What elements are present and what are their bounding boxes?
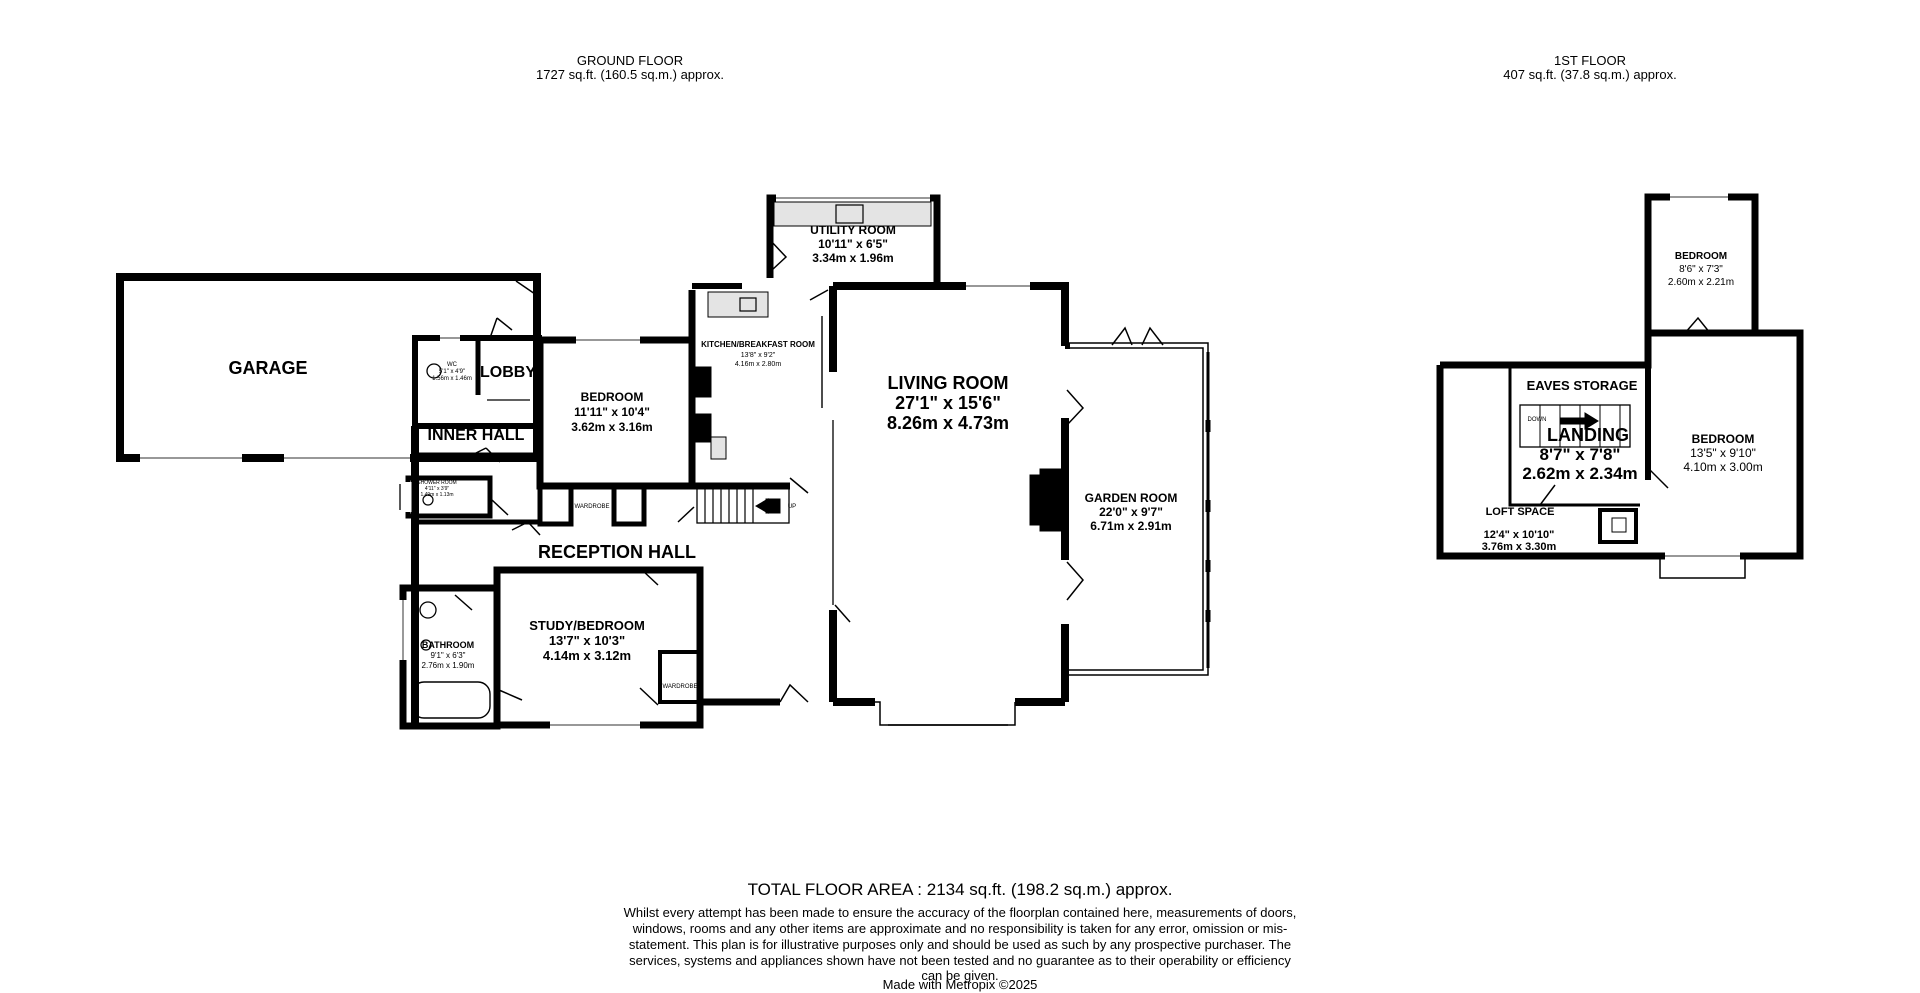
label-kitchen: KITCHEN/BREAKFAST ROOM (701, 340, 815, 349)
label-bedroom-small-imperial: 8'6" x 7'3" (1679, 264, 1723, 275)
reception-hall-walls (415, 420, 834, 706)
inner-hall-walls (399, 426, 540, 726)
ground-floor-area: 1727 sq.ft. (160.5 sq.m.) approx. (536, 67, 724, 82)
ground-staircase (696, 487, 790, 524)
bedroom-walls (511, 336, 696, 536)
label-bedroom-large-imperial: 13'5" x 9'10" (1690, 446, 1756, 460)
kitchen-walls (688, 283, 829, 494)
label-bedroom-large-metric: 4.10m x 3.00m (1683, 460, 1762, 474)
room-labels: GARAGE LOBBY WC 5'1" x 4'9" 1.56m x 1.46… (228, 223, 1762, 690)
label-study: STUDY/BEDROOM (529, 618, 645, 633)
label-kitchen-imperial: 13'8" x 9'2" (741, 352, 776, 359)
label-bedroom-metric: 3.62m x 3.16m (571, 420, 652, 434)
label-living: LIVING ROOM (888, 373, 1009, 393)
metropix-credit: Made with Metropix ©2025 (882, 977, 1038, 992)
first-floor-area: 407 sq.ft. (37.8 sq.m.) approx. (1503, 67, 1677, 82)
label-wc: WC (447, 362, 458, 368)
label-bedroom: BEDROOM (581, 390, 644, 404)
label-eaves-storage: EAVES STORAGE (1527, 378, 1638, 393)
label-garage: GARAGE (228, 358, 307, 378)
label-garden-imperial: 22'0" x 9'7" (1099, 505, 1163, 519)
label-inner-hall: INNER HALL (428, 427, 525, 444)
label-shower-metric: 1.49m x 1.13m (420, 492, 453, 498)
garden-room-walls (1065, 326, 1211, 676)
label-bedroom-small-metric: 2.60m x 2.21m (1668, 277, 1734, 288)
label-garden-metric: 6.71m x 2.91m (1090, 519, 1171, 533)
label-loft-imperial: 12'4" x 10'10" (1484, 529, 1555, 541)
ground-floor-title: GROUND FLOOR (576, 53, 684, 68)
label-utility-metric: 3.34m x 1.96m (812, 251, 893, 265)
label-loft-metric: 3.76m x 3.30m (1482, 541, 1557, 553)
label-bedroom-small: BEDROOM (1675, 251, 1727, 262)
label-wardrobe-1: WARDROBE (574, 504, 609, 510)
label-bathroom-imperial: 9'1" x 6'3" (431, 651, 466, 660)
label-garden: GARDEN ROOM (1085, 491, 1178, 505)
first-floor-plan (1436, 193, 1804, 579)
label-bedroom-large: BEDROOM (1692, 432, 1755, 446)
label-wardrobe-2: WARDROBE (662, 684, 697, 690)
label-utility: UTILITY ROOM (810, 223, 896, 237)
label-wc-metric: 1.56m x 1.46m (432, 376, 472, 382)
first-floor-main (1436, 329, 1804, 579)
label-bathroom-metric: 2.76m x 1.90m (422, 661, 475, 670)
label-landing-metric: 2.62m x 2.34m (1522, 464, 1637, 483)
label-loft-space: LOFT SPACE (1486, 506, 1555, 518)
total-floor-area: TOTAL FLOOR AREA : 2134 sq.ft. (198.2 sq… (747, 880, 1173, 899)
label-utility-imperial: 10'11" x 6'5" (818, 237, 888, 251)
first-floor-title: 1ST FLOOR (1553, 53, 1626, 68)
ground-floor-plan (116, 194, 1211, 730)
label-landing-imperial: 8'7" x 7'8" (1540, 445, 1621, 464)
label-shower-imperial: 4'11" x 3'9" (425, 486, 449, 492)
label-bedroom-imperial: 11'11" x 10'4" (574, 405, 650, 419)
disclaimer: Whilst every attempt has been made to en… (623, 905, 1297, 984)
living-room-walls (829, 282, 1085, 726)
label-lobby: LOBBY (480, 364, 536, 381)
label-landing: LANDING (1547, 425, 1629, 445)
label-stair-down: DOWN (1528, 417, 1547, 423)
label-bathroom: BATHROOM (422, 640, 474, 650)
utility-walls (766, 194, 941, 286)
label-kitchen-metric: 4.16m x 2.80m (735, 361, 781, 368)
label-reception-hall: RECEPTION HALL (538, 542, 696, 562)
label-shower-room: SHOWER ROOM (417, 480, 456, 486)
label-study-imperial: 13'7" x 10'3" (549, 633, 625, 648)
label-living-imperial: 27'1" x 15'6" (895, 393, 1001, 413)
bathroom-walls (399, 584, 501, 730)
label-wc-imperial: 5'1" x 4'9" (439, 369, 465, 375)
label-study-metric: 4.14m x 3.12m (543, 648, 631, 663)
label-living-metric: 8.26m x 4.73m (887, 413, 1009, 433)
label-stair-up: UP (788, 504, 796, 510)
